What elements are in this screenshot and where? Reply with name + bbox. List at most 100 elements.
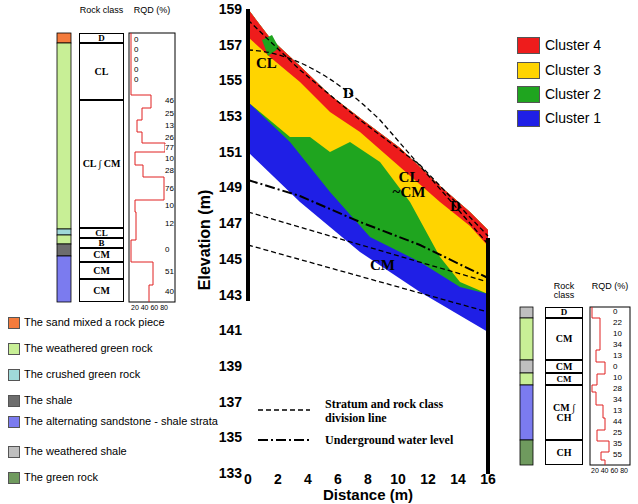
legend-swatch (8, 395, 20, 407)
elevation-tick: 157 (219, 38, 242, 52)
elevation-tick: 147 (219, 216, 242, 230)
distance-tick: 0 (244, 472, 252, 486)
axis-title: Distance (m) (323, 487, 413, 502)
rqd-value: 25 (613, 429, 622, 437)
rock-class-text: CM (548, 375, 580, 384)
rock-class-label: CL (256, 56, 277, 71)
rqd-value: 10 (165, 202, 174, 210)
cluster-4-region (248, 9, 488, 246)
legend-swatch (8, 416, 20, 428)
rock-class-text: D (548, 308, 580, 317)
legend-swatch (8, 472, 20, 484)
rqd-value: 25 (165, 110, 174, 118)
rock-class-label: CM (370, 258, 395, 273)
rock-class-text: CL ∫ CM (82, 159, 121, 169)
legend-swatch (8, 369, 20, 381)
legend-text: The green rock (24, 472, 98, 483)
legend-text: The shale (24, 395, 72, 406)
rqd-value: 34 (613, 341, 622, 349)
rock-class-text: CM (82, 266, 121, 276)
rqd-value: 22 (613, 319, 622, 327)
rock-class-cell: CM (79, 248, 124, 262)
rock-class-label: CL ~CM (383, 170, 435, 200)
legend-text: Stratum and rock class division line (325, 398, 485, 426)
rqd-value: 0 (134, 76, 138, 84)
legend-text: The sand mixed a rock piece (24, 317, 165, 328)
water-level-line (248, 180, 488, 440)
rock-class-text: CM ∫ CH (548, 403, 580, 423)
borehole-bar (486, 238, 490, 474)
rqd-value: 10 (613, 330, 622, 338)
rqd-axis-ticks: 20 40 60 80 (131, 304, 168, 311)
rqd-frame (590, 307, 630, 465)
distance-tick: 14 (450, 472, 466, 486)
axis-title: Elevation (m) (197, 190, 213, 290)
legend-text: Cluster 1 (545, 111, 601, 125)
rock-class-cell: CM (545, 360, 583, 373)
rqd-value: 77 (165, 144, 174, 152)
rqd-value: 34 (613, 396, 622, 404)
rock-class-text: D (82, 34, 121, 43)
rqd-value: 0 (134, 36, 138, 44)
rqd-value: 13 (613, 352, 622, 360)
rock-class-cell: D (545, 307, 583, 318)
rock-class-text: B (82, 239, 121, 248)
rqd-frame (129, 33, 175, 302)
rock-class-cell: CM ∫ CH (545, 385, 583, 440)
rock-class-cell: CH (545, 440, 583, 465)
legend-text: Cluster 3 (545, 63, 601, 77)
column-header: RQD (%) (590, 282, 630, 291)
rock-class-cell: CL (79, 228, 124, 238)
right-lithology-column (520, 307, 533, 465)
elevation-tick: 143 (219, 288, 242, 302)
rock-class-text: CM (548, 334, 580, 344)
elevation-tick: 139 (219, 359, 242, 373)
rock-class-text: CL (82, 67, 121, 77)
rqd-value: 35 (613, 440, 622, 448)
elevation-tick: 141 (219, 323, 242, 337)
elevation-tick: 151 (219, 145, 242, 159)
rqd-value: 51 (165, 268, 174, 276)
rqd-value: 12 (165, 220, 174, 228)
rqd-value: 26 (165, 134, 174, 142)
rqd-value: 40 (165, 288, 174, 296)
legend-swatch (517, 37, 540, 54)
rock-class-text: CH (548, 448, 580, 458)
legend-text: The crushed green rock (24, 369, 140, 380)
rock-class-text: CM (82, 286, 121, 296)
left-lithology-column (57, 33, 71, 302)
rqd-value: 13 (613, 407, 622, 415)
elevation-tick: 153 (219, 109, 242, 123)
rock-class-cell: B (79, 238, 124, 248)
rqd-step-line (131, 33, 165, 302)
elevation-tick: 149 (219, 180, 242, 194)
rqd-value: 55 (613, 451, 622, 459)
column-header: RQD (%) (129, 6, 175, 15)
rqd-value: 0 (165, 246, 169, 254)
rqd-value: 44 (613, 418, 622, 426)
rock-class-cell: CL ∫ CM (79, 100, 124, 228)
rqd-value: 10 (165, 155, 174, 163)
rock-class-label: D (450, 199, 461, 214)
rock-class-text: CM (548, 362, 580, 372)
distance-tick: 12 (420, 472, 436, 486)
rock-class-cell: CM (79, 262, 124, 279)
rock-class-text: CM (82, 250, 121, 260)
column-header: Rock class (79, 6, 124, 15)
legend-text: The weathered green rock (24, 343, 152, 354)
rqd-value: 0 (134, 46, 138, 54)
legend-swatch (517, 86, 540, 103)
rqd-value: 76 (165, 185, 174, 193)
cluster-1-region (248, 9, 488, 332)
elevation-tick: 135 (219, 430, 242, 444)
rock-class-text: CL (82, 229, 121, 238)
rock-class-cell: CM (545, 373, 583, 385)
legend-swatch (8, 317, 20, 329)
elevation-tick: 133 (219, 466, 242, 480)
rqd-step-line (592, 307, 609, 465)
rock-class-label: D (343, 86, 354, 101)
legend-swatch (8, 343, 20, 355)
legend-text: The alternating sandstone - shale strata (24, 416, 218, 427)
rock-class-cell: CM (545, 318, 583, 360)
cluster-2-patch (262, 35, 279, 56)
